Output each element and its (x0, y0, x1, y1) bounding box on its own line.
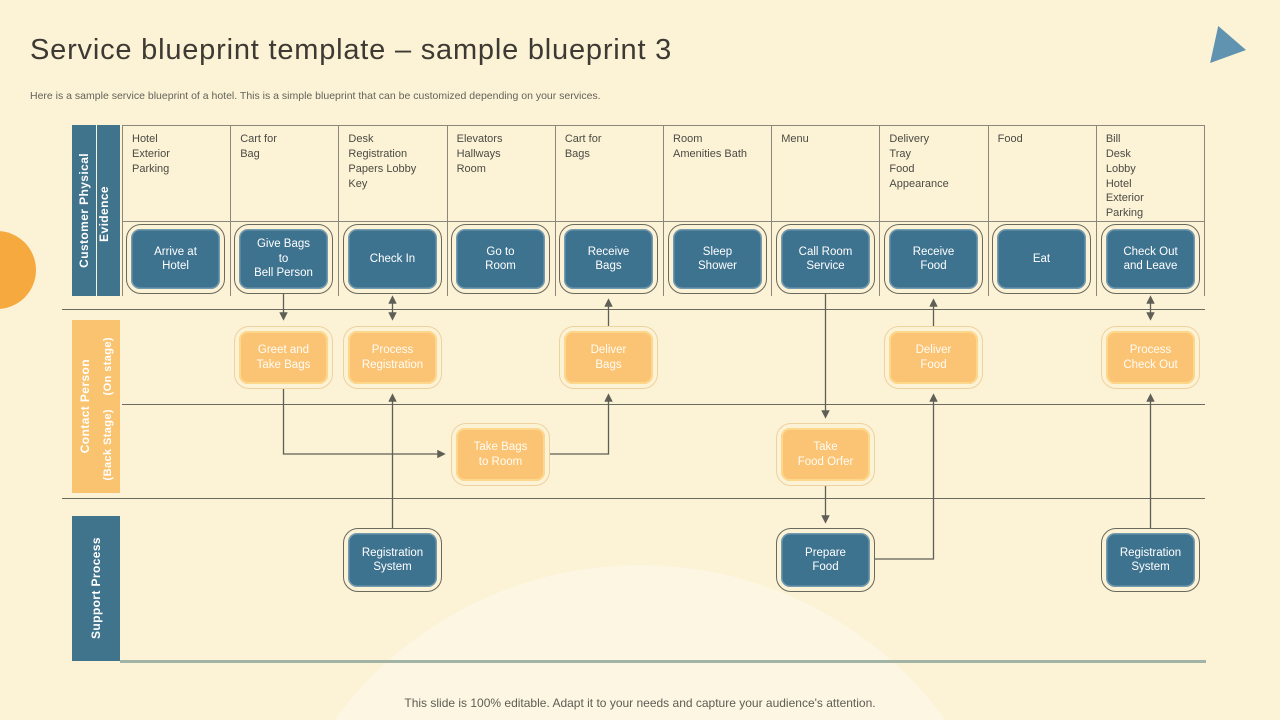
evidence-cell: Delivery Tray Food Appearance (880, 126, 989, 221)
node-call-room-service: Call Room Service (776, 224, 875, 294)
lane-evidence: Evidence (97, 125, 120, 296)
lane-contact-person: Contact Person (On stage) (Back Stage) (72, 320, 120, 493)
lane-customer-physical: Customer Physical (72, 125, 96, 296)
lane-evidence-label: Evidence (97, 185, 111, 242)
footer-note: This slide is 100% editable. Adapt it to… (404, 696, 876, 710)
node-process-check-out: Process Check Out (1101, 326, 1200, 389)
node-greet-and-take-bags: Greet and Take Bags (234, 326, 333, 389)
page-title: Service blueprint template – sample blue… (30, 34, 673, 66)
node-deliver-food: Deliver Food (884, 326, 983, 389)
node-sleep-shower: Sleep Shower (668, 224, 767, 294)
lane-contact-person-label: Contact Person (78, 359, 92, 454)
node-registration-system-left: Registration System (343, 528, 442, 592)
node-receive-bags: Receive Bags (559, 224, 658, 294)
evidence-cell: Cart for Bags (556, 126, 665, 221)
evidence-cell: Elevators Hallways Room (448, 126, 556, 221)
evidence-cell: Menu (772, 126, 881, 221)
evidence-cell: Desk Registration Papers Lobby Key (339, 126, 448, 221)
line-of-internal-interaction (62, 498, 1205, 499)
line-of-interaction (62, 309, 1205, 310)
node-prepare-food: Prepare Food (776, 528, 875, 592)
subtitle: Here is a sample service blueprint of a … (30, 90, 601, 102)
node-deliver-bags: Deliver Bags (559, 326, 658, 389)
node-take-food-order: Take Food Orfer (776, 423, 875, 486)
evidence-cell: Room Amenities Bath (664, 126, 773, 221)
triangle-icon (1210, 26, 1246, 63)
orange-half-circle-decoration (0, 231, 36, 309)
node-go-to-room: Go to Room (451, 224, 550, 294)
evidence-cell: Hotel Exterior Parking (123, 126, 232, 221)
lane-back-stage-label: (Back Stage) (102, 409, 114, 481)
evidence-cell: Bill Desk Lobby Hotel Exterior Parking (1105, 133, 1144, 220)
connector-preparefood-deliverfood (875, 393, 938, 560)
node-take-bags-to-room: Take Bags to Room (451, 423, 550, 486)
node-check-in: Check In (343, 224, 442, 294)
bottom-accent-line (120, 660, 1206, 663)
node-arrive-at-hotel: Arrive at Hotel (126, 224, 225, 294)
node-receive-food: Receive Food (884, 224, 983, 294)
lane-on-stage-label: (On stage) (102, 336, 114, 396)
evidence-cell: Food (989, 126, 1097, 221)
lane-support-process-label: Support Process (89, 537, 103, 640)
node-check-out-and-leave: Check Out and Leave (1101, 224, 1200, 294)
connector-greet-takebags (282, 389, 446, 459)
node-process-registration: Process Registration (343, 326, 442, 389)
node-eat: Eat (992, 224, 1091, 294)
line-of-visibility (122, 404, 1205, 405)
node-give-bags-to-bell-person: Give Bags to Bell Person (234, 224, 333, 294)
evidence-row: Hotel Exterior Parking Cart for Bag Desk… (122, 125, 1205, 222)
evidence-cell: Cart for Bag (231, 126, 340, 221)
lane-customer-physical-label: Customer Physical (77, 153, 91, 268)
lane-support-process: Support Process (72, 516, 120, 661)
node-registration-system-right: Registration System (1101, 528, 1200, 592)
